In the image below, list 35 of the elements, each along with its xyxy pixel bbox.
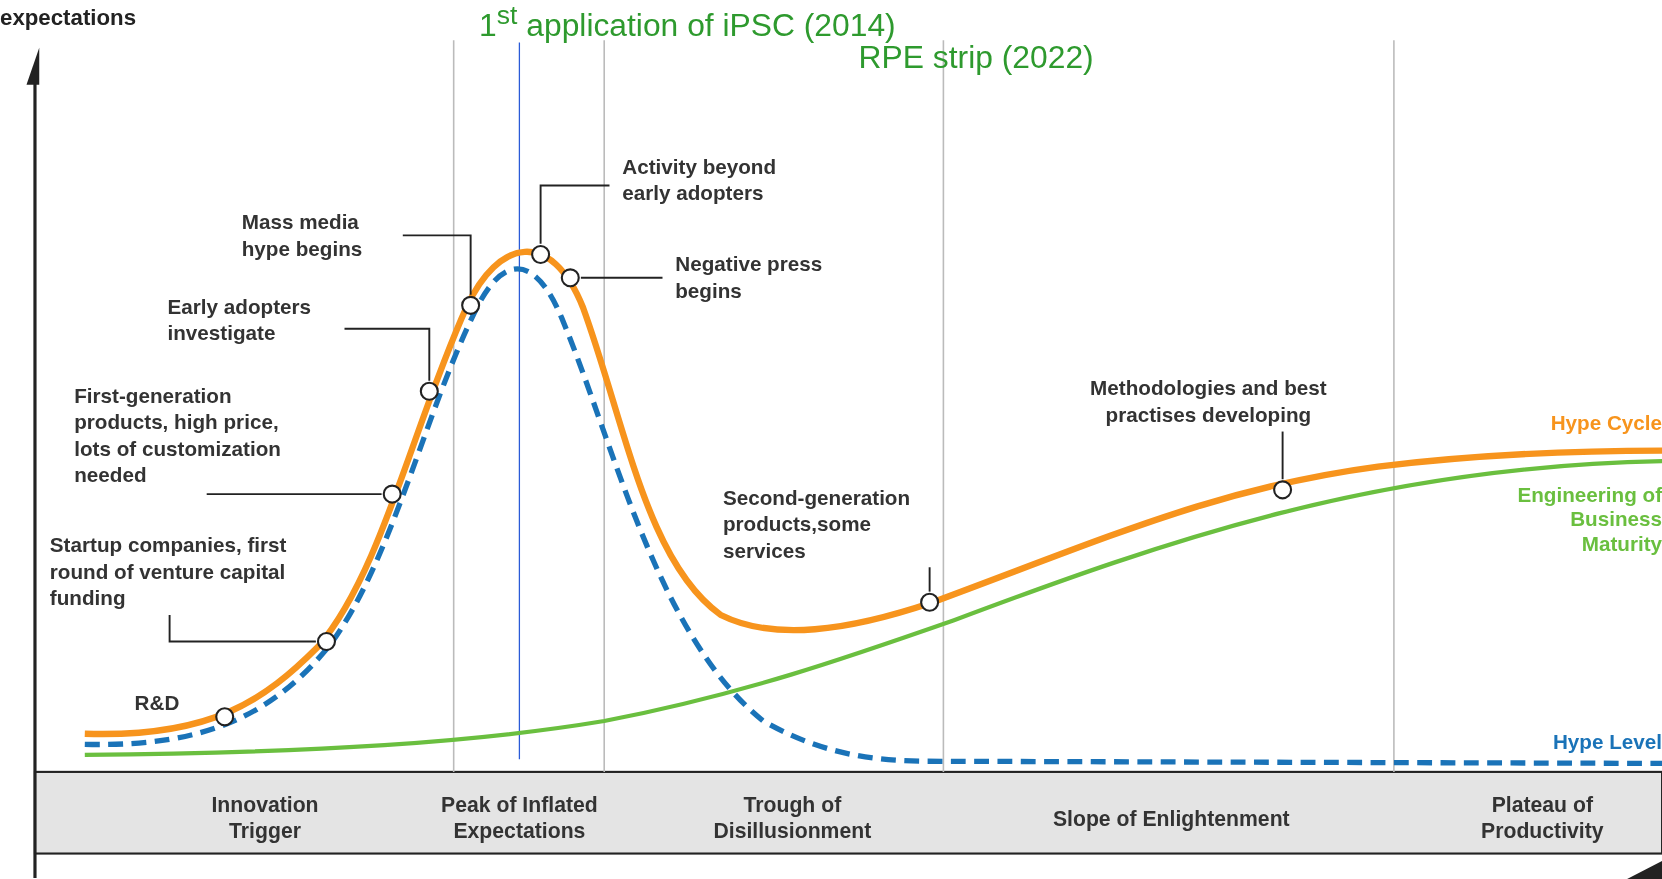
curve-marker (531, 244, 551, 264)
leader-line (539, 184, 611, 245)
annotation-text: 1$^{st}$ application of iPSC (2014) (479, 0, 897, 45)
leader-line (928, 566, 931, 593)
phase-label: Trough of Disillusionment (712, 792, 873, 843)
phase-label: Innovation Trigger (210, 792, 320, 843)
phase-label: Peak of Inflated Expectations (440, 792, 599, 843)
leader-line (401, 234, 472, 296)
leader-line (205, 493, 383, 496)
curve-marker (215, 707, 235, 727)
curve-label: Engineering of Business Maturity (1516, 482, 1662, 557)
curve-marker (1273, 480, 1293, 500)
callout-text: Negative press begins (675, 251, 845, 305)
phase-label: Slope of Enlightenment (1051, 805, 1291, 832)
leader-line (579, 276, 664, 279)
phase-label: Plateau of Productivity (1480, 792, 1605, 843)
axis-label: expectations (0, 4, 138, 31)
curve-marker (382, 484, 402, 504)
callout-text: Activity beyond early adopters (622, 153, 808, 207)
curve-label: Hype Cycle (1549, 411, 1662, 437)
leader-line (168, 614, 317, 643)
curve-marker (560, 268, 580, 288)
callout-text: Second-generation products,some services (722, 484, 935, 565)
curve-marker (920, 592, 940, 612)
callout-text: Early adopters investigate (167, 293, 343, 347)
curve-marker (461, 295, 481, 315)
callout-text: Methodologies and best practises developing (1070, 375, 1347, 429)
callout-text: R&D (134, 691, 181, 717)
callout-text: Mass media hype begins (241, 208, 401, 262)
curve-marker (419, 381, 439, 401)
callout-text: Startup companies, first round of venture capital funding (49, 532, 305, 612)
curve-label: Hype Level (1551, 729, 1662, 755)
callout-text: First-generation products, high price, lots of customization needed (74, 382, 303, 489)
leader-line (1281, 430, 1284, 481)
leader-line (343, 327, 431, 382)
